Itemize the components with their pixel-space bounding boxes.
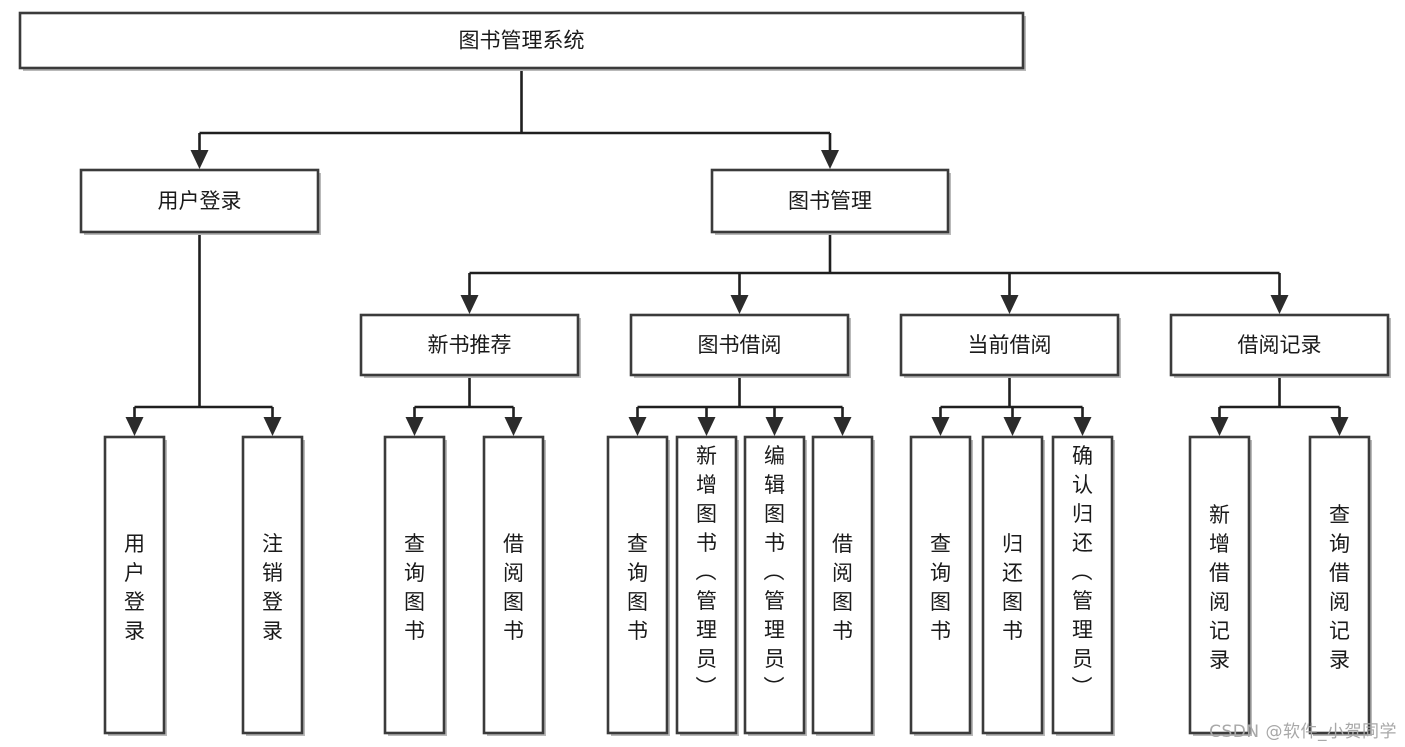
node-label: 新增借阅记录 — [1209, 503, 1230, 672]
node-box[interactable] — [909, 435, 972, 735]
arrow-head — [190, 150, 209, 169]
node-box[interactable] — [629, 313, 850, 377]
arrow-head — [765, 417, 784, 436]
arrow-head — [1073, 417, 1092, 436]
node-borrow-record[interactable]: 借阅记录 — [1169, 313, 1391, 378]
arrow-head — [730, 295, 749, 314]
node-leaf-query-book-2[interactable]: 查询图书 — [606, 435, 670, 736]
connector-borrow-record-to-leaves — [1210, 375, 1349, 436]
node-leaf-borrow-book-2[interactable]: 借阅图书 — [811, 435, 875, 736]
node-label: 注销登录 — [262, 532, 283, 643]
arrow-head — [125, 417, 144, 436]
node-label: 新增图书（管理员） — [696, 444, 718, 700]
node-box[interactable] — [811, 435, 874, 735]
node-user-login[interactable]: 用户登录 — [79, 168, 321, 235]
arrow-head — [1000, 295, 1019, 314]
arrow-head — [263, 417, 282, 436]
node-label: 图书管理 — [788, 189, 872, 213]
node-leaf-borrow-book-1[interactable]: 借阅图书 — [482, 435, 546, 736]
node-leaf-add-book[interactable]: 新增图书（管理员） — [675, 435, 739, 736]
node-label: 用户登录 — [124, 532, 145, 643]
node-leaf-query-book-3[interactable]: 查询图书 — [909, 435, 973, 736]
node-leaf-return-book[interactable]: 归还图书 — [981, 435, 1045, 736]
node-box[interactable] — [79, 168, 320, 234]
node-box[interactable] — [606, 435, 669, 735]
node-label: 借阅记录 — [1238, 333, 1322, 357]
node-label: 确认归还（管理员） — [1072, 444, 1094, 700]
node-book-manage[interactable]: 图书管理 — [710, 168, 951, 235]
arrow-head — [504, 417, 523, 436]
node-label: 用户登录 — [158, 189, 242, 213]
node-leaf-edit-book[interactable]: 编辑图书（管理员） — [743, 435, 807, 736]
node-box[interactable] — [1051, 435, 1114, 735]
node-label: 归还图书 — [1002, 532, 1023, 643]
connector-root-to-level2 — [190, 68, 839, 169]
arrow-head — [697, 417, 716, 436]
node-book-borrow[interactable]: 图书借阅 — [629, 313, 851, 378]
arrow-head — [821, 150, 839, 169]
node-box[interactable] — [981, 435, 1044, 735]
node-box[interactable] — [1169, 313, 1390, 377]
node-label: 查询图书 — [930, 532, 951, 643]
node-label: 借阅图书 — [503, 532, 524, 643]
arrow-head — [1330, 417, 1349, 436]
arrow-head — [1270, 295, 1289, 314]
node-label: 图书借阅 — [698, 333, 782, 357]
node-leaf-query-book-1[interactable]: 查询图书 — [383, 435, 447, 736]
arrow-head — [833, 417, 852, 436]
node-leaf-query-record[interactable]: 查询借阅记录 — [1308, 435, 1372, 736]
node-current-borrow[interactable]: 当前借阅 — [899, 313, 1121, 378]
connector-user-login-to-leaves — [125, 232, 282, 436]
node-label: 新书推荐 — [428, 333, 512, 357]
node-layer: 图书管理系统用户登录图书管理新书推荐图书借阅当前借阅借阅记录用户登录注销登录查询… — [18, 11, 1391, 736]
node-box[interactable] — [482, 435, 545, 735]
node-label: 当前借阅 — [968, 333, 1052, 357]
connector-bookmanage-to-level3 — [460, 232, 1289, 314]
node-box[interactable] — [710, 168, 950, 234]
arrow-head — [628, 417, 647, 436]
node-box[interactable] — [103, 435, 166, 735]
node-box[interactable] — [18, 11, 1025, 70]
node-root[interactable]: 图书管理系统 — [18, 11, 1026, 71]
arrow-head — [405, 417, 424, 436]
node-label: 借阅图书 — [832, 532, 853, 643]
node-label: 图书管理系统 — [459, 29, 585, 53]
node-label: 查询图书 — [627, 532, 648, 643]
node-leaf-user-logout[interactable]: 注销登录 — [241, 435, 305, 736]
node-leaf-user-login[interactable]: 用户登录 — [103, 435, 167, 736]
connector-layer — [125, 68, 1349, 436]
connector-new-book-rec-to-leaves — [405, 375, 523, 436]
arrow-head — [931, 417, 950, 436]
node-box[interactable] — [1308, 435, 1371, 735]
arrow-head — [460, 295, 479, 314]
node-label: 查询图书 — [404, 532, 425, 643]
node-label: 编辑图书（管理员） — [764, 444, 786, 700]
arrow-head — [1210, 417, 1229, 436]
connector-book-borrow-to-leaves — [628, 375, 852, 436]
node-leaf-confirm-return[interactable]: 确认归还（管理员） — [1051, 435, 1115, 736]
arrow-head — [1003, 417, 1022, 436]
node-box[interactable] — [899, 313, 1120, 377]
node-box[interactable] — [359, 313, 580, 377]
node-leaf-add-record[interactable]: 新增借阅记录 — [1188, 435, 1252, 736]
node-box[interactable] — [1188, 435, 1251, 735]
node-box[interactable] — [241, 435, 304, 735]
connector-current-borrow-to-leaves — [931, 375, 1092, 436]
csdn-watermark: CSDN @软件_小贺同学 — [1209, 722, 1397, 742]
node-label: 查询借阅记录 — [1329, 503, 1350, 672]
node-box[interactable] — [383, 435, 446, 735]
node-box[interactable] — [675, 435, 738, 735]
node-new-book-rec[interactable]: 新书推荐 — [359, 313, 581, 378]
node-box[interactable] — [743, 435, 806, 735]
